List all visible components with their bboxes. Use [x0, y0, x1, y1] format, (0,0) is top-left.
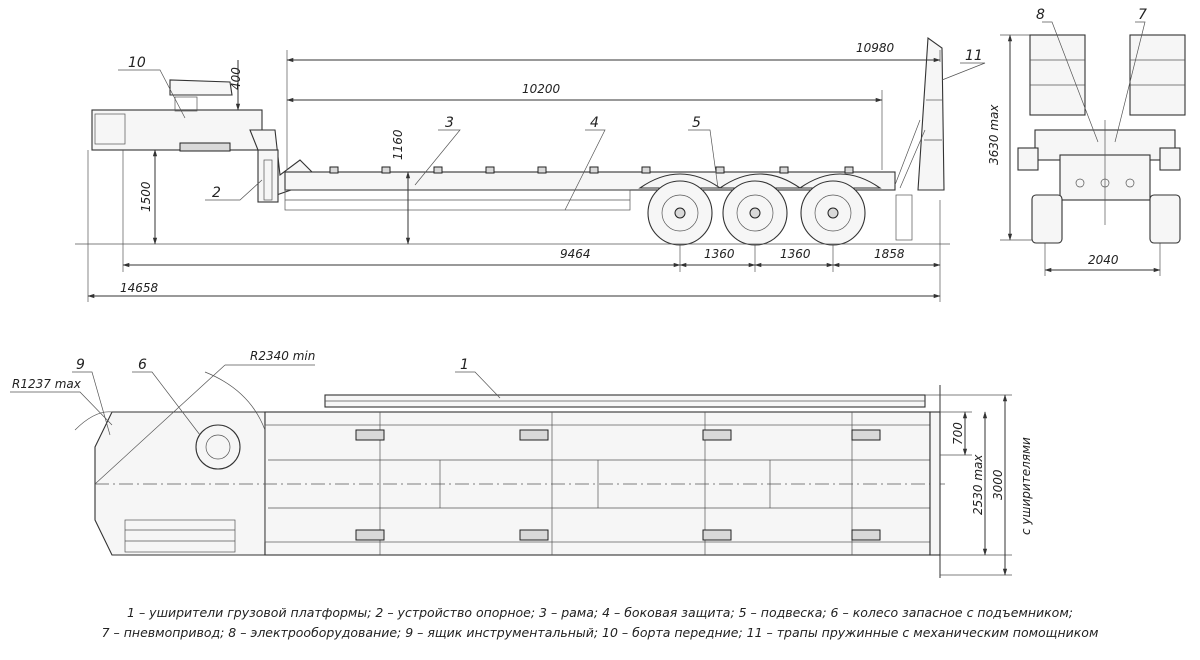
wheel	[647, 180, 713, 246]
top-callouts: 9 6 1	[72, 357, 501, 436]
callout-8: 8	[1036, 7, 1045, 23]
callout-6: 6	[138, 357, 147, 373]
dim-rear-width: 2040	[1088, 253, 1119, 267]
callout-11: 11	[965, 48, 983, 64]
top-dimensions: 700 2530 max 3000 с уширителями R2340 mi…	[10, 349, 1033, 576]
technical-drawing: 10980 10200 9464 1360 1360 1858 14658 15…	[10, 7, 1186, 578]
dim-rear-overhang: 1858	[874, 247, 905, 261]
legend-line-1: 1 – уширители грузовой платформы; 2 – ус…	[127, 605, 1073, 620]
dim-deck-height: 1160	[391, 129, 405, 160]
dim-top-width-small: 700	[951, 422, 965, 445]
side-callouts: 10 2 3 4 5 11	[118, 48, 986, 211]
callout-1: 1	[460, 357, 469, 373]
callout-3: 3	[445, 115, 454, 131]
wheel	[722, 180, 788, 246]
dim-deck-length: 10200	[522, 82, 561, 96]
dim-axle-spacing-2: 1360	[780, 247, 811, 261]
dim-front-to-axle: 9464	[560, 247, 591, 261]
callout-5: 5	[692, 115, 701, 131]
callout-9: 9	[76, 357, 85, 373]
dim-overall-height: 3630 max	[987, 104, 1001, 165]
dim-top-width-ext-note: с уширителями	[1019, 437, 1033, 535]
side-dimensions: 10980 10200 9464 1360 1360 1858 14658 15…	[87, 34, 1161, 302]
dim-front-height: 1500	[139, 181, 153, 212]
callout-2: 2	[212, 185, 221, 201]
dim-axle-spacing-1: 1360	[704, 247, 735, 261]
callout-7: 7	[1138, 7, 1147, 23]
wheel	[800, 180, 866, 246]
dim-top-width-max: 2530 max	[971, 454, 985, 515]
dim-deck-overall: 10980	[856, 41, 895, 55]
dim-top-width-ext: 3000	[991, 469, 1005, 500]
dim-turning-radius: R2340 min	[250, 349, 315, 363]
legend-line-2: 7 – пневмопривод; 8 – электрооборудовани…	[101, 625, 1099, 640]
dim-gooseneck-height: 400	[229, 67, 243, 90]
rear-view	[1017, 34, 1186, 244]
dim-total-length: 14658	[120, 281, 159, 295]
rear-callouts: 8 7	[1036, 7, 1147, 143]
top-view	[74, 364, 945, 578]
callout-4: 4	[590, 115, 599, 131]
dim-front-radius: R1237 max	[12, 377, 82, 391]
callout-10: 10	[128, 55, 146, 71]
side-view	[75, 36, 950, 246]
